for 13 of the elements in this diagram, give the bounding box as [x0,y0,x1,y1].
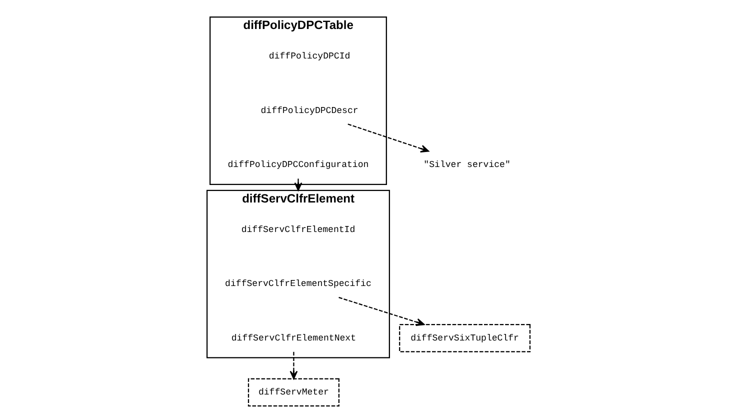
arrow [338,296,425,326]
node-text: diffPolicyDPCDescr [260,104,358,116]
node-text: diffServClfrElementId [241,224,356,235]
arrow [290,352,298,380]
arrow [348,124,430,153]
node-text: "Silver service" [424,159,510,170]
node-text: diffPolicyDPCId [268,50,350,62]
arrow [294,178,302,191]
node-box: diffServMeter [248,378,340,407]
node-text: diffServClfrElementSpecific [225,278,372,290]
node-text: diffServClfrElementNext [231,332,356,344]
node-box: diffServSixTupleClfr [399,324,531,352]
node-text: diffPolicyDPCConfiguration [228,159,369,170]
